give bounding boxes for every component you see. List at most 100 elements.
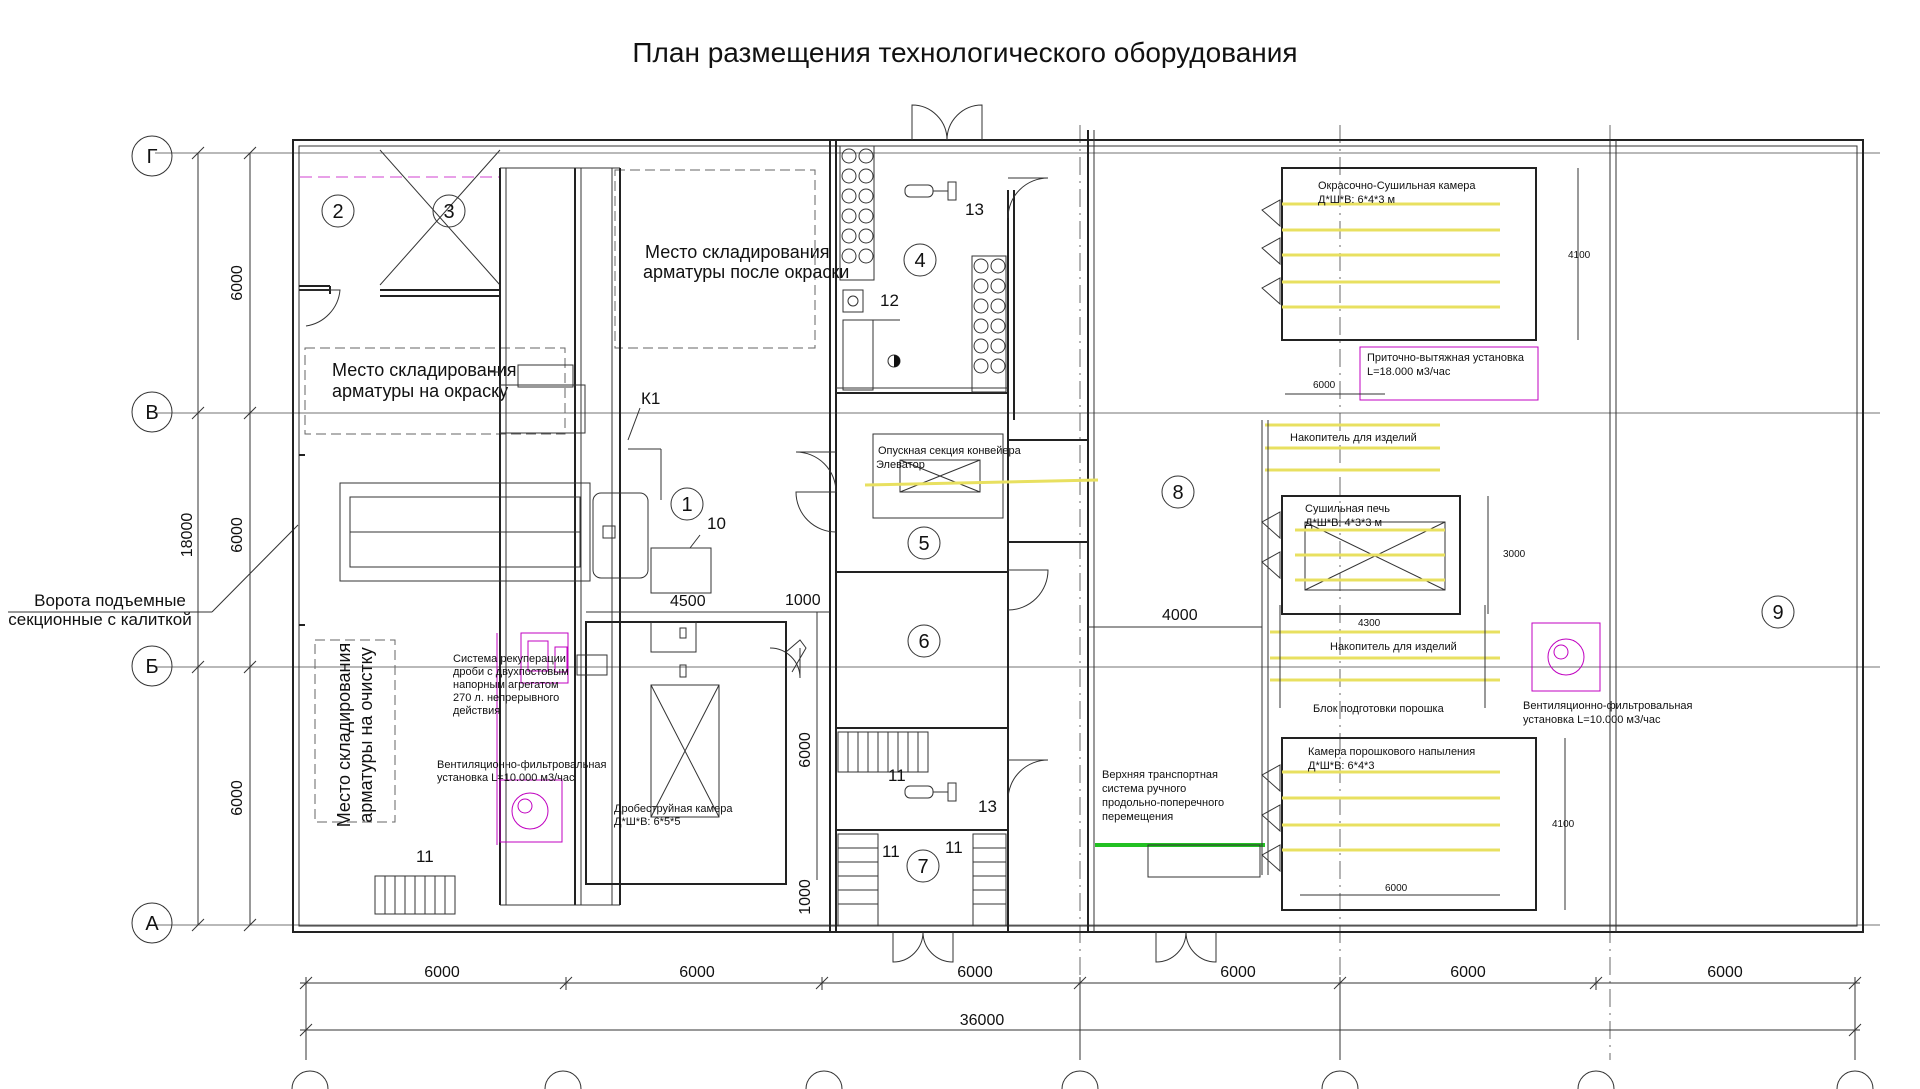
axis-label-b: Б <box>145 656 158 678</box>
gates-annotation: Ворота подъемные секционные с калиткой <box>8 524 299 629</box>
equipment-number-13-top: 13 <box>965 200 984 219</box>
equipment-number-11-c: 11 <box>882 842 900 861</box>
dim-4000: 4000 <box>1162 607 1198 624</box>
storage-after-paint-label-1: Место складирования <box>645 242 830 262</box>
lowering-label-2: Элеватор <box>876 459 925 471</box>
vent-right-label-1: Вентиляционно-фильтровальная <box>1523 700 1693 712</box>
axis-label-g: Г <box>147 146 158 168</box>
gates-label-2: секционные с калиткой <box>8 610 192 629</box>
bottom-axis-circles <box>291 1070 1874 1089</box>
axis-marker-g: Г <box>131 135 173 177</box>
storage-zones <box>304 169 816 823</box>
oven-label-1: Сушильная печь <box>1305 503 1390 515</box>
elevator-section <box>864 433 1099 519</box>
dim-bay-4: 6000 <box>1220 964 1256 981</box>
powder-coating-chamber <box>1261 737 1566 911</box>
accum-bottom-label: Накопитель для изделий <box>1330 641 1457 653</box>
accum-top-label: Накопитель для изделий <box>1290 432 1417 444</box>
equipment-number-13-bottom: 13 <box>978 797 997 816</box>
equipment-number-10: 10 <box>707 514 726 533</box>
doors <box>299 104 1217 963</box>
oven-label-2: Д*Ш*В: 4*3*3 м <box>1305 517 1382 529</box>
storage-cleaning-label-1: Место складирования <box>334 643 354 828</box>
dim-4100-bottom: 4100 <box>1552 819 1575 830</box>
vertical-grid-lines <box>1079 125 1611 1060</box>
bottom-dimension-chain <box>299 976 1862 1060</box>
axis-label-a: А <box>145 913 159 935</box>
vent-right-label-2: установка L=10.000 м3/час <box>1523 714 1661 726</box>
recup-label-4: 270 л. непрерывного <box>453 692 559 704</box>
room-number-4: 4 <box>914 250 925 272</box>
axis-marker-b: Б <box>131 645 173 687</box>
powder-cam-label-1: Камера порошкового напыления <box>1308 746 1475 758</box>
drying-oven <box>1261 495 1489 615</box>
dim-1000-top: 1000 <box>785 592 821 609</box>
room-number-5: 5 <box>918 533 929 555</box>
dim-4100-top: 4100 <box>1568 250 1591 261</box>
vent-left-label-1: Вентиляционно-фильтровальная <box>437 759 607 771</box>
k1-label: К1 <box>641 389 660 408</box>
dim-bay-1: 6000 <box>424 964 460 981</box>
conveyor-rails <box>490 167 621 906</box>
recup-label-1: Система рекуперации <box>453 653 566 665</box>
dim-left-span-1: 6000 <box>229 265 246 301</box>
paint-dry-label-2: Д*Ш*В: 6*4*3 м <box>1318 194 1395 206</box>
recup-label-2: дроби с двухпостовым <box>453 666 569 678</box>
recup-label-5: действия <box>453 705 500 717</box>
dim-left-span-3: 6000 <box>229 780 246 816</box>
paint-dry-label-1: Окрасочно-Сушильная камера <box>1318 180 1476 192</box>
room-number-2: 2 <box>332 201 343 223</box>
accumulator-bottom <box>1270 605 1500 708</box>
supply-label-2: L=18.000 м3/час <box>1367 366 1451 378</box>
vent-filter-right <box>1531 622 1601 692</box>
dim-4500: 4500 <box>670 593 706 610</box>
axis-label-v: В <box>145 402 158 424</box>
dim-1000-bottom: 1000 <box>797 879 814 915</box>
dim-4300: 4300 <box>1358 618 1381 629</box>
room-number-3: 3 <box>443 201 454 223</box>
powder-cam-label-2: Д*Ш*В: 6*4*3 <box>1308 760 1374 772</box>
dim-6000-vertical: 6000 <box>797 732 814 768</box>
equipment-number-11-a: 11 <box>416 847 434 866</box>
dim-bay-2: 6000 <box>679 964 715 981</box>
shot-chamber-label-2: Д*Ш*В: 6*5*5 <box>614 816 680 828</box>
dim-6000-bottom: 6000 <box>1385 883 1408 894</box>
dim-3000: 3000 <box>1503 549 1526 560</box>
transport-label-1: Верхняя транспортная <box>1102 769 1218 781</box>
recuperation-system <box>496 632 608 845</box>
paint-drying-chamber <box>1261 167 1579 341</box>
transport-label-4: перемещения <box>1102 811 1173 823</box>
equipment-number-11-d: 11 <box>945 838 963 857</box>
powder-block-label: Блок подготовки порошка <box>1313 703 1445 715</box>
gates-label-1: Ворота подъемные <box>34 591 186 610</box>
room-4-equipment <box>839 145 1007 393</box>
transport-system <box>1095 420 1269 878</box>
axis-marker-a: А <box>131 902 173 944</box>
plan-title: План размещения технологического оборудо… <box>632 37 1297 68</box>
equipment-number-11-b: 11 <box>888 766 906 785</box>
equipment-number-12: 12 <box>880 291 899 310</box>
shot-blasting-chamber <box>585 621 807 885</box>
room-number-9: 9 <box>1772 602 1783 624</box>
dim-bay-6: 6000 <box>1707 964 1743 981</box>
axis-marker-v: В <box>131 391 173 433</box>
storage-to-paint-label-1: Место складирования <box>332 360 517 380</box>
vent-left-label-2: установка L=10.000 м3/час <box>437 772 575 784</box>
accumulator-top <box>1265 423 1440 472</box>
recup-label-3: напорным агрегатом <box>453 679 559 691</box>
storage-cleaning-label-2: арматуры на очистку <box>356 647 376 823</box>
outer-walls <box>292 139 1864 933</box>
dim-bay-5: 6000 <box>1450 964 1486 981</box>
dim-left-total: 18000 <box>179 513 196 558</box>
transport-label-3: продольно-поперечного <box>1102 797 1224 809</box>
room-2-3-area: 2 3 <box>300 149 501 286</box>
storage-to-paint-label-2: арматуры на окраску <box>332 381 508 401</box>
dim-left-span-2: 6000 <box>229 517 246 553</box>
stair-11-left <box>374 875 456 915</box>
shot-chamber-label-1: Дробеструйная камера <box>614 803 733 815</box>
transport-label-2: система ручного <box>1102 783 1186 795</box>
lowering-label-1: Опускная секция конвейера <box>878 445 1022 457</box>
interior-partitions <box>299 130 1617 932</box>
room-number-7: 7 <box>917 856 928 878</box>
